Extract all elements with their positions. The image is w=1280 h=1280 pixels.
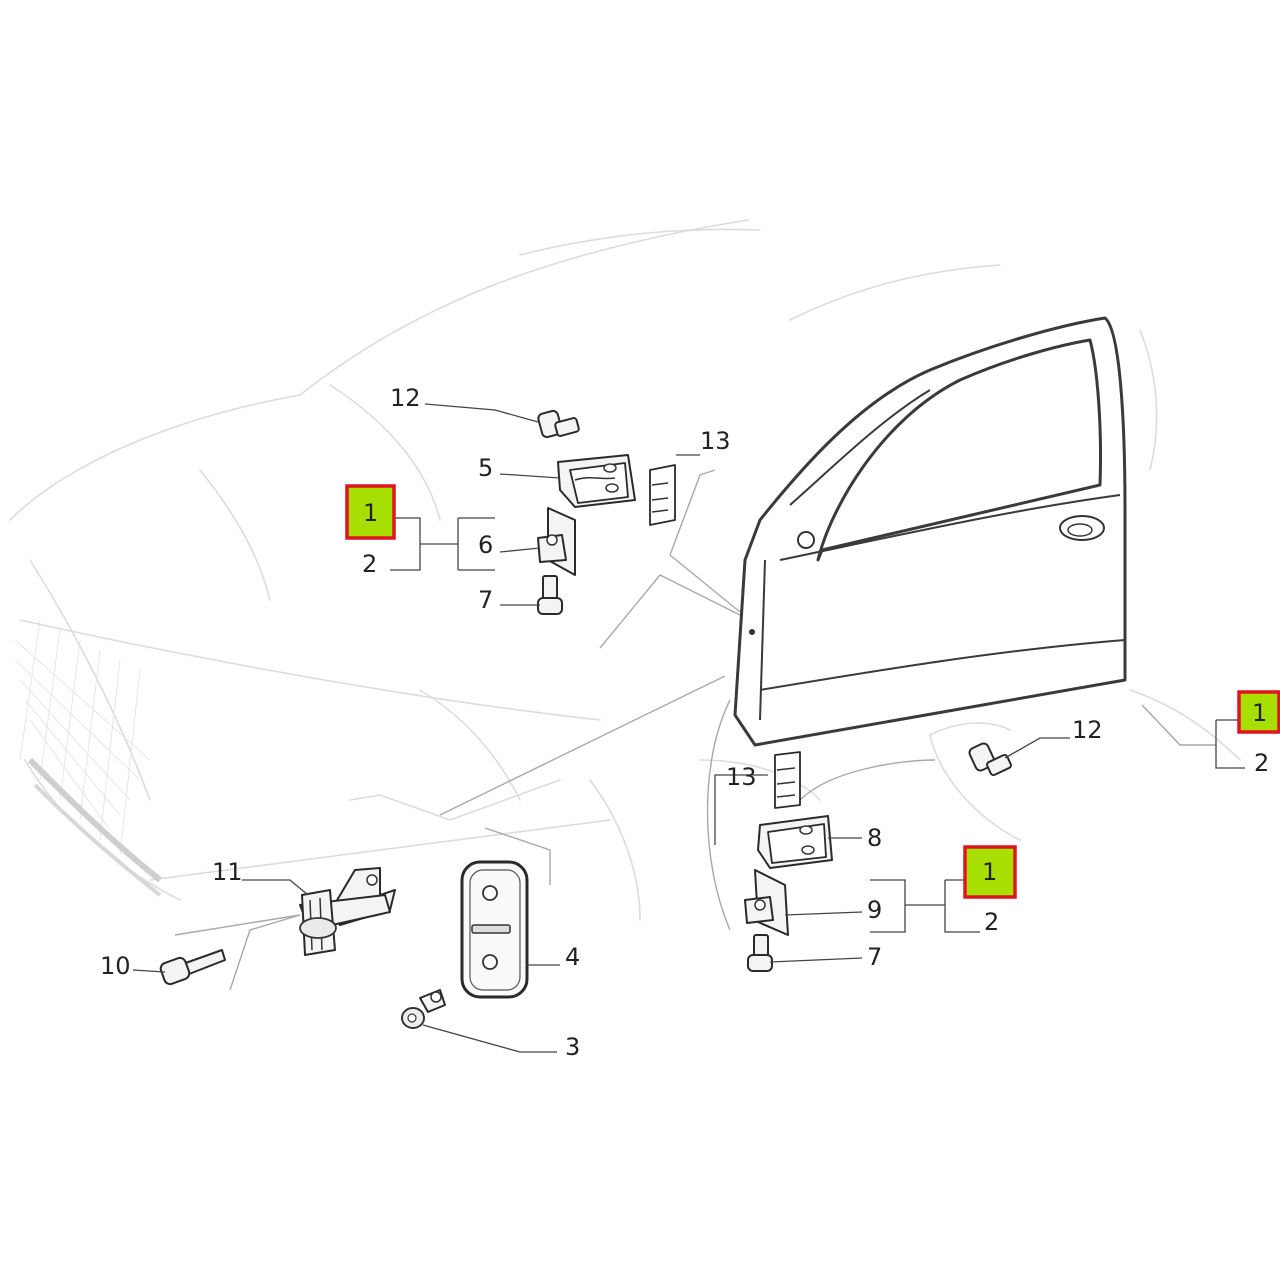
callout-2-right: 2 bbox=[1254, 749, 1269, 777]
bolt-12-right-icon bbox=[968, 742, 1012, 777]
callout-6: 6 bbox=[478, 531, 493, 559]
bolt-12-top-left-icon bbox=[537, 409, 580, 439]
callout-10: 10 bbox=[100, 952, 131, 980]
guide-lines bbox=[174, 469, 936, 991]
door-check-group: 11 10 4 3 bbox=[100, 858, 580, 1061]
callout-3: 3 bbox=[565, 1033, 580, 1061]
callout-11: 11 bbox=[212, 858, 243, 886]
callout-5: 5 bbox=[478, 454, 493, 482]
striker-plate-icon bbox=[460, 860, 529, 999]
callout-2-bottom: 2 bbox=[984, 908, 999, 936]
hinge-plate-6-icon bbox=[537, 507, 576, 576]
callout-8: 8 bbox=[867, 824, 882, 852]
callout-1-top-left: 1 bbox=[363, 499, 378, 527]
callout-12-top: 12 bbox=[390, 384, 421, 412]
check-strap-icon bbox=[299, 867, 396, 956]
callout-12-right: 12 bbox=[1072, 716, 1103, 744]
hinge-plate-9-icon bbox=[744, 869, 789, 936]
bolt-7-top-icon bbox=[537, 575, 563, 615]
callout-13-top: 13 bbox=[700, 427, 731, 455]
car-body-outline bbox=[9, 219, 1241, 921]
upper-hinge-group: 12 5 6 7 13 1 2 bbox=[345, 384, 731, 615]
right-callout-group: 1 2 bbox=[1141, 690, 1280, 777]
upper-hinge-icon bbox=[557, 454, 636, 508]
lower-hinge-group: 12 13 8 9 7 1 2 bbox=[714, 716, 1103, 972]
highlight-box-right[interactable] bbox=[1237, 690, 1280, 734]
shim-13-bottom-icon bbox=[774, 751, 801, 809]
front-door bbox=[733, 316, 1127, 747]
bolt-7-bottom-icon bbox=[747, 934, 773, 972]
callout-13-bottom: 13 bbox=[726, 763, 757, 791]
callout-1-right: 1 bbox=[1252, 699, 1267, 727]
bolt-10-icon bbox=[159, 949, 226, 986]
highlight-box-bottom[interactable] bbox=[963, 845, 1017, 899]
callout-1-bottom: 1 bbox=[982, 858, 997, 886]
shim-13-top-icon bbox=[649, 464, 676, 526]
callout-7-bottom: 7 bbox=[867, 943, 882, 971]
callout-7-top: 7 bbox=[478, 586, 493, 614]
callout-4: 4 bbox=[565, 943, 580, 971]
callout-9: 9 bbox=[867, 896, 882, 924]
highlight-box-top-left[interactable] bbox=[345, 484, 396, 540]
callout-2-top-left: 2 bbox=[362, 550, 377, 578]
lower-hinge-icon bbox=[757, 815, 833, 869]
striker-pin-icon bbox=[401, 989, 446, 1029]
